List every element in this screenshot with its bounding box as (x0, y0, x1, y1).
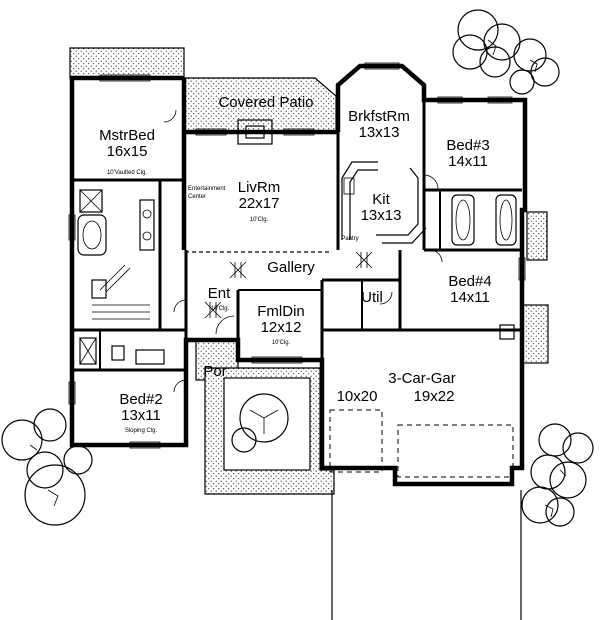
bed2-note: Sloping Clg. (125, 428, 158, 434)
bed2-name: Bed#2 (119, 391, 162, 408)
garage-size-right: 19x22 (414, 388, 455, 405)
garage-name: 3-Car-Gar (388, 370, 456, 387)
living-name: LivRm (238, 179, 281, 196)
porch-label: Por (203, 363, 226, 380)
bed3-size: 14x11 (448, 153, 488, 170)
breakfast-size: 13x13 (359, 124, 400, 141)
family-dining-size: 12x12 (261, 319, 302, 336)
kitchen-counters (341, 161, 427, 244)
bed4-name: Bed#4 (448, 273, 491, 290)
covered-patio-label: Covered Patio (218, 94, 313, 111)
room-labels: Covered Patio MstrBed 16x15 10'Vaulted C… (99, 94, 492, 434)
living-note: 10'Clg. (250, 217, 269, 223)
living-size: 22x17 (239, 195, 280, 212)
entry-note: 10'Clg. (211, 306, 230, 312)
entertainment-line2: Center (188, 194, 206, 200)
breakfast-name: BrkfstRm (348, 108, 410, 125)
fireplace-icon (237, 119, 273, 145)
pantry-label: Pantry (341, 236, 358, 242)
tree-porch-icon (231, 393, 289, 453)
master-bed-name: MstrBed (99, 127, 155, 144)
tree-top-right-icon (452, 9, 560, 95)
entry-name: Ent (208, 285, 231, 302)
entertainment-line1: Entertainment (188, 186, 226, 192)
family-dining-name: FmlDin (257, 303, 305, 320)
kitchen-size: 13x13 (361, 207, 402, 224)
master-bed-size: 16x15 (107, 143, 148, 160)
bed2-size: 13x11 (121, 407, 161, 424)
kitchen-name: Kit (372, 191, 390, 208)
bath-fixtures (77, 189, 517, 365)
garage-doors (329, 324, 515, 478)
utility-label: Util (361, 289, 383, 306)
gallery-label: Gallery (267, 259, 315, 276)
family-dining-note: 10'Clg. (272, 340, 291, 346)
lattice-marks (204, 251, 373, 319)
closet-hatch (92, 264, 150, 320)
bed4-size: 14x11 (450, 289, 490, 306)
bed3-name: Bed#3 (446, 137, 489, 154)
door-swings (163, 109, 443, 393)
driveway (331, 490, 522, 620)
windows (68, 62, 526, 449)
tree-left-icon (1, 408, 93, 526)
garage-size-left: 10x20 (337, 388, 378, 405)
tree-right-icon (521, 423, 594, 527)
master-bed-note: 10'Vaulted Clg. (107, 170, 147, 176)
